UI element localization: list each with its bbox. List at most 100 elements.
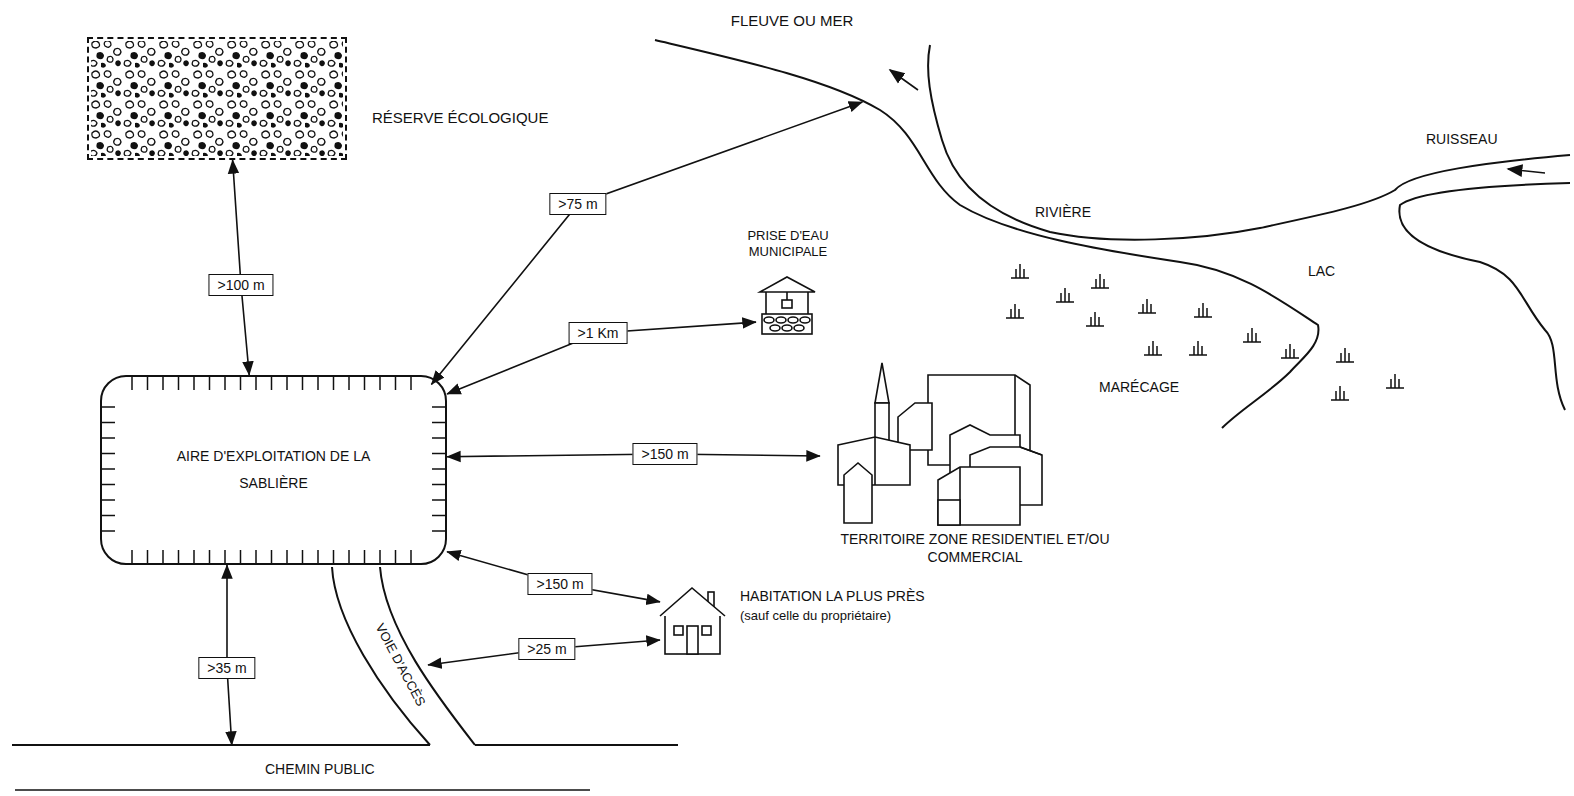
- hatch-tick: [432, 422, 445, 424]
- hatch-tick: [224, 377, 226, 390]
- vegetation-texture: [89, 39, 345, 158]
- water-intake: PRISE D'EAU MUNICIPALE: [756, 228, 820, 340]
- hatch-tick: [193, 377, 195, 390]
- hatch-tick: [302, 377, 304, 390]
- hatch-tick: [178, 377, 180, 390]
- hatch-tick: [317, 377, 319, 390]
- marsh-tuft: [1243, 328, 1261, 342]
- hatch-tick: [131, 377, 133, 390]
- hatch-tick: [178, 550, 180, 563]
- hatch-tick: [395, 377, 397, 390]
- marsh-tuft: [1281, 344, 1299, 358]
- hatch-tick: [410, 377, 412, 390]
- hatch-tick: [240, 550, 242, 563]
- marsh-tuft: [1011, 264, 1029, 278]
- water-label: RIVIÈRE: [1033, 204, 1093, 220]
- water-body: FLEUVE OU MER: [712, 8, 872, 102]
- water-label: LAC: [1306, 263, 1337, 279]
- hatch-tick: [379, 550, 381, 563]
- hatch-tick: [410, 550, 412, 563]
- hatch-tick: [102, 515, 115, 517]
- marsh-symbols: [1006, 264, 1404, 400]
- hatch-tick: [224, 550, 226, 563]
- hatch-tick: [209, 550, 211, 563]
- water-label: MARÉCAGE: [1097, 379, 1181, 395]
- distance-arrow: [233, 160, 250, 375]
- distance-arrow: [447, 322, 756, 394]
- hatch-tick: [102, 422, 115, 424]
- distance-label: >25 m: [518, 638, 575, 660]
- hatch-tick: [432, 515, 445, 517]
- flow-arrow: [1508, 169, 1545, 173]
- distance-arrow: [431, 102, 862, 385]
- hatch-tick: [102, 499, 115, 501]
- distance-label: >100 m: [208, 274, 273, 296]
- distance-label: >75 m: [549, 193, 606, 215]
- hatch-tick: [102, 453, 115, 455]
- sandpit-area: AIRE D'EXPLOITATION DE LA SABLIÈRE: [100, 375, 447, 565]
- marsh-tuft: [1091, 274, 1109, 288]
- distance-label: >35 m: [198, 657, 255, 679]
- hatch-tick: [348, 377, 350, 390]
- hatch-tick: [333, 550, 335, 563]
- lake-shore: [1399, 183, 1570, 410]
- access-road: [332, 567, 430, 745]
- distance-arrow: [227, 565, 232, 745]
- hatch-tick: [379, 377, 381, 390]
- hatch-tick: [209, 377, 211, 390]
- hatch-tick: [395, 550, 397, 563]
- hatch-tick: [102, 530, 115, 532]
- hatch-tick: [102, 484, 115, 486]
- hatch-tick: [255, 377, 257, 390]
- public-road: [12, 744, 678, 746]
- distance-arrow: [447, 552, 660, 602]
- town-zone: TERRITOIRE ZONE RESIDENTIEL ET/OU COMMER…: [820, 355, 1130, 570]
- hatch-tick: [147, 550, 149, 563]
- marsh-tuft: [1006, 304, 1024, 318]
- public-road: CHEMIN PUBLIC: [12, 745, 678, 791]
- hatch-tick: [333, 377, 335, 390]
- hatch-tick: [162, 550, 164, 563]
- distance-label: >150 m: [632, 443, 697, 465]
- river-bank: [928, 45, 1570, 240]
- hatch-tick: [271, 377, 273, 390]
- marsh-tuft: [1336, 348, 1354, 362]
- hatch-tick: [255, 550, 257, 563]
- marsh-tuft: [1144, 341, 1162, 355]
- flow-arrow: [890, 70, 918, 90]
- hatch-tick: [286, 550, 288, 563]
- node-label: CHEMIN PUBLIC: [265, 761, 375, 779]
- hatch-tick: [432, 530, 445, 532]
- hatch-tick: [432, 484, 445, 486]
- node-label: FLEUVE OU MER: [712, 12, 872, 31]
- hatch-tick: [240, 377, 242, 390]
- hatch-tick: [364, 377, 366, 390]
- hatch-tick: [102, 437, 115, 439]
- hatch-tick: [102, 468, 115, 470]
- hatch-tick: [102, 406, 115, 408]
- distance-label: >1 Km: [569, 322, 628, 344]
- hatch-tick: [317, 550, 319, 563]
- public-road-edge: [15, 789, 590, 790]
- marsh-tuft: [1189, 341, 1207, 355]
- hatch-tick: [302, 550, 304, 563]
- hatch-tick: [432, 499, 445, 501]
- nearest-house: HABITATION LA PLUS PRÈS(sauf celle du pr…: [660, 586, 1080, 658]
- hatch-tick: [348, 550, 350, 563]
- hatch-tick: [193, 550, 195, 563]
- hatch-tick: [286, 377, 288, 390]
- hatch-tick: [364, 550, 366, 563]
- access-road: VOIE D'ACCÈS: [372, 610, 428, 720]
- marsh-tuft: [1086, 312, 1104, 326]
- marsh-tuft: [1331, 386, 1349, 400]
- node-label: VOIE D'ACCÈS: [371, 621, 428, 709]
- marsh-tuft: [1194, 303, 1212, 317]
- marsh-tuft: [1056, 288, 1074, 302]
- hatch-tick: [147, 377, 149, 390]
- hatch-tick: [271, 550, 273, 563]
- node-note: (sauf celle du propriétaire): [740, 608, 891, 624]
- hatch-tick: [162, 377, 164, 390]
- marsh-tuft: [1386, 374, 1404, 388]
- node-label: TERRITOIRE ZONE RESIDENTIEL ET/OU COMMER…: [825, 531, 1125, 566]
- reserve-area: RÉSERVE ÉCOLOGIQUE: [87, 37, 347, 160]
